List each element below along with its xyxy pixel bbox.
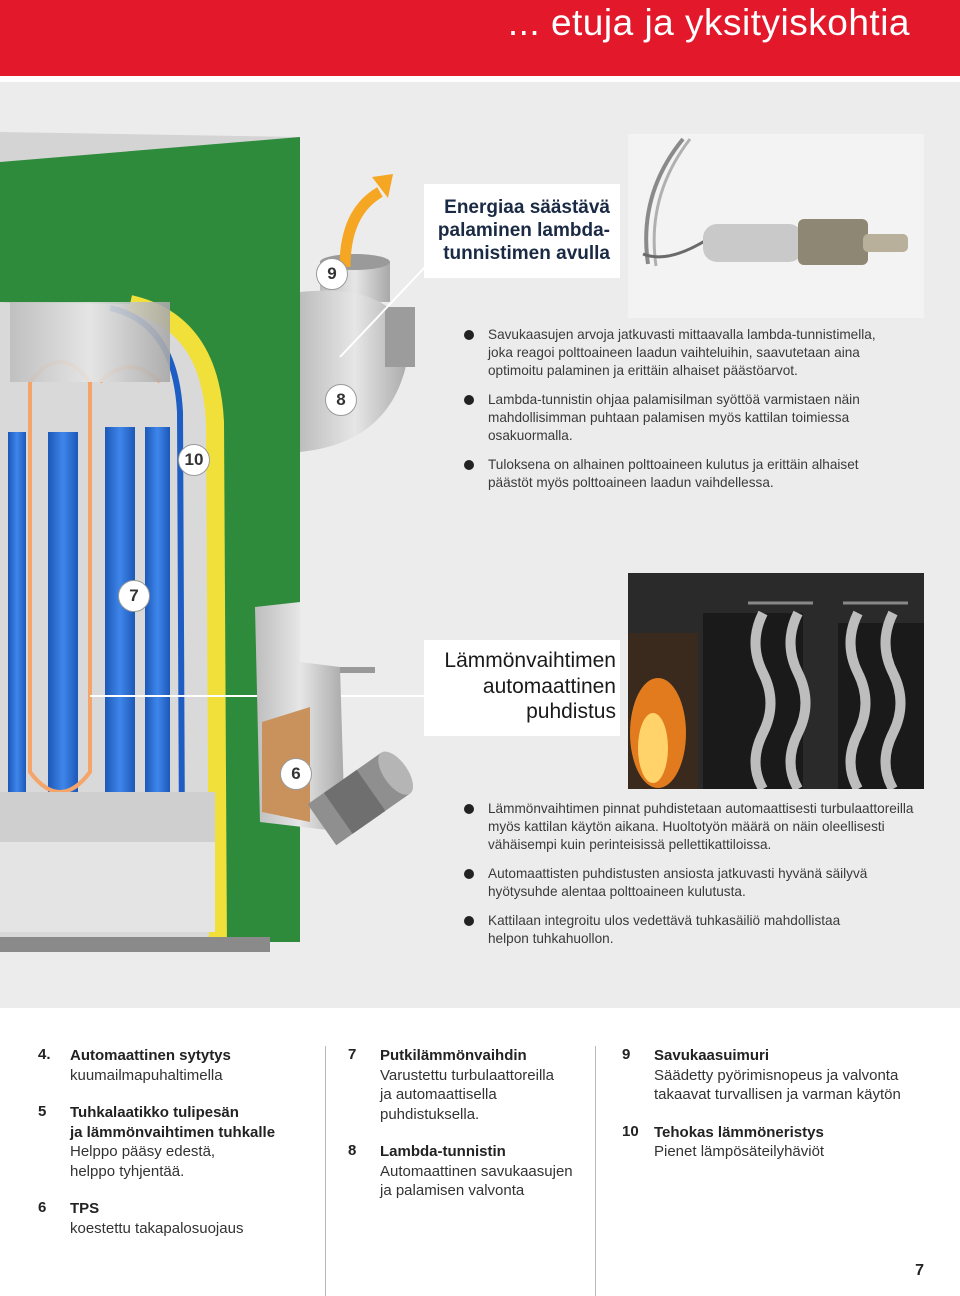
bullet-line: Kattilaan integroitu ulos vedettävä tuhk…	[488, 913, 841, 928]
bullet-dot	[464, 330, 474, 340]
lambda-bullet-list: Savukaasujen arvoja jatkuvasti mittaaval…	[464, 326, 924, 503]
legend-text: Pienet lämpösäteilyhäviöt	[654, 1143, 825, 1160]
legend-title: Savukaasuimuri	[654, 1047, 770, 1064]
legend-text: Säädetty pyörimisnopeus ja valvonta	[654, 1066, 899, 1084]
legend-title: TPS	[70, 1200, 100, 1217]
legend-title: Putkilämmönvaihdin	[380, 1047, 527, 1064]
cleaning-title-line-1: Lämmönvaihtimen	[444, 649, 616, 672]
lambda-title-line-1: Energiaa säästävä	[444, 197, 610, 218]
lambda-bullet-2: Lambda-tunnistin ohjaa palamisilman syöt…	[464, 391, 924, 445]
legend-column-1: 4. Automaattinen sytytys kuumailmapuhalt…	[38, 1046, 318, 1256]
cleaning-section-title: Lämmönvaihtimen automaattinen puhdistus	[424, 640, 620, 736]
legend-title: ja lämmönvaihtimen tuhkalle	[70, 1123, 276, 1141]
legend-title: Lambda-tunnistin	[380, 1143, 506, 1160]
legend-text: helppo tyhjentää.	[70, 1162, 185, 1180]
bullet-dot	[464, 395, 474, 405]
legend-text: Automaattinen savukaasujen	[380, 1162, 573, 1180]
cleaning-bullet-2: Automaattisten puhdistusten ansiosta jat…	[464, 865, 924, 901]
legend-number: 8	[348, 1142, 357, 1159]
bullet-line: optimoitu palaminen ja erittäin alhaiset…	[488, 363, 798, 378]
bullet-line: osakuormalla.	[488, 428, 573, 443]
cleaning-bullet-3: Kattilaan integroitu ulos vedettävä tuhk…	[464, 912, 924, 948]
legend-item-10: 10 Tehokas lämmöneristys Pienet lämpösät…	[622, 1123, 942, 1162]
heat-exchanger-image	[628, 573, 924, 789]
bullet-line: hyötysuhde alentaa polttoaineen kulutust…	[488, 884, 746, 899]
bullet-line: Lämmönvaihtimen pinnat puhdistetaan auto…	[488, 801, 914, 816]
legend-number: 5	[38, 1103, 47, 1120]
lambda-sensor-photo	[628, 134, 924, 318]
lambda-bullet-1: Savukaasujen arvoja jatkuvasti mittaaval…	[464, 326, 924, 380]
bullet-line: päästöt myös polttoaineen laadun vaihdel…	[488, 475, 774, 490]
legend-text: kuumailmapuhaltimella	[70, 1066, 223, 1084]
boiler-cutaway-illustration	[0, 132, 426, 953]
bullet-line: mahdollisimman puhtaan palamisen myös ka…	[488, 410, 850, 425]
bullet-line: Savukaasujen arvoja jatkuvasti mittaaval…	[488, 327, 876, 342]
legend-item-7: 7 Putkilämmönvaihdin Varustettu turbulaa…	[348, 1046, 588, 1124]
cleaning-title-line-2: automaattinen	[482, 674, 616, 698]
bullet-dot	[464, 460, 474, 470]
legend-number: 10	[622, 1122, 639, 1140]
cleaning-bullet-1: Lämmönvaihtimen pinnat puhdistetaan auto…	[464, 800, 924, 854]
legend-divider	[325, 1046, 326, 1296]
page-title: ... etuja ja yksityiskohtia	[507, 2, 910, 43]
illustration-area: Energiaa säästävä palaminen lambda- tunn…	[0, 82, 960, 1008]
lambda-section-title: Energiaa säästävä palaminen lambda- tunn…	[424, 184, 620, 278]
marker-9: 9	[316, 258, 348, 290]
lambda-title-line-2: palaminen lambda-	[437, 220, 610, 241]
legend-number: 7	[348, 1046, 357, 1063]
bullet-dot	[464, 916, 474, 926]
legend-item-5: 5 Tuhkalaatikko tulipesän ja lämmönvaiht…	[38, 1103, 318, 1181]
legend-item-4: 4. Automaattinen sytytys kuumailmapuhalt…	[38, 1046, 318, 1085]
legend-item-9: 9 Savukaasuimuri Säädetty pyörimisnopeus…	[622, 1046, 942, 1105]
marker-6: 6	[280, 758, 312, 790]
legend-divider	[595, 1046, 596, 1296]
bullet-dot	[464, 804, 474, 814]
bullet-line: joka reagoi polttoaineen laadun vaihtelu…	[488, 345, 860, 360]
cleaning-bullet-list: Lämmönvaihtimen pinnat puhdistetaan auto…	[464, 800, 924, 959]
marker-7: 7	[118, 580, 150, 612]
legend-title: Tuhkalaatikko tulipesän	[70, 1104, 239, 1121]
legend-title: Tehokas lämmöneristys	[654, 1123, 824, 1141]
legend-number: 6	[38, 1199, 47, 1216]
legend-number: 4.	[38, 1046, 51, 1063]
bullet-line: vähäisempi kuin perinteisissä pellettika…	[488, 837, 772, 852]
legend-text: takaavat turvallisen ja varman käytön	[654, 1086, 901, 1103]
legend-title: Automaattinen sytytys	[70, 1047, 231, 1064]
legend-text: ja palamisen valvonta	[380, 1182, 525, 1199]
lambda-bullet-3: Tuloksena on alhainen polttoaineen kulut…	[464, 456, 924, 492]
marker-8: 8	[325, 384, 357, 416]
bullet-dot	[464, 869, 474, 879]
heat-exchanger-photo	[628, 573, 924, 789]
header-bar: ... etuja ja yksityiskohtia	[0, 0, 960, 76]
bullet-line: helpon tuhkahuollon.	[488, 931, 614, 946]
page-number: 7	[915, 1262, 924, 1279]
lambda-title-line-3: tunnistimen avulla	[443, 243, 610, 264]
legend-text: puhdistuksella.	[380, 1105, 480, 1123]
legend-item-8: 8 Lambda-tunnistin Automaattinen savukaa…	[348, 1142, 588, 1201]
legend-text: Varustettu turbulaattoreilla	[380, 1066, 554, 1084]
legend-text: koestettu takapalosuojaus	[70, 1219, 244, 1237]
bullet-line: myös kattilan käytön aikana. Huoltotyön …	[488, 819, 885, 834]
lambda-sensor-image	[642, 137, 908, 267]
bullet-line: Lambda-tunnistin ohjaa palamisilman syöt…	[488, 392, 860, 407]
legend-text: ja automaattisella	[380, 1086, 497, 1103]
cleaning-title-line-3: puhdistus	[526, 700, 616, 723]
bullet-line: Automaattisten puhdistusten ansiosta jat…	[488, 866, 868, 881]
legend-number: 9	[622, 1046, 631, 1063]
bullet-line: Tuloksena on alhainen polttoaineen kulut…	[488, 457, 859, 472]
marker-10: 10	[178, 444, 210, 476]
legend-item-6: 6 TPS koestettu takapalosuojaus	[38, 1199, 318, 1238]
legend-text: Helppo pääsy edestä,	[70, 1143, 216, 1160]
legend-area: 4. Automaattinen sytytys kuumailmapuhalt…	[0, 1022, 960, 1296]
legend-column-2: 7 Putkilämmönvaihdin Varustettu turbulaa…	[348, 1046, 588, 1219]
legend-column-3: 9 Savukaasuimuri Säädetty pyörimisnopeus…	[622, 1046, 942, 1180]
